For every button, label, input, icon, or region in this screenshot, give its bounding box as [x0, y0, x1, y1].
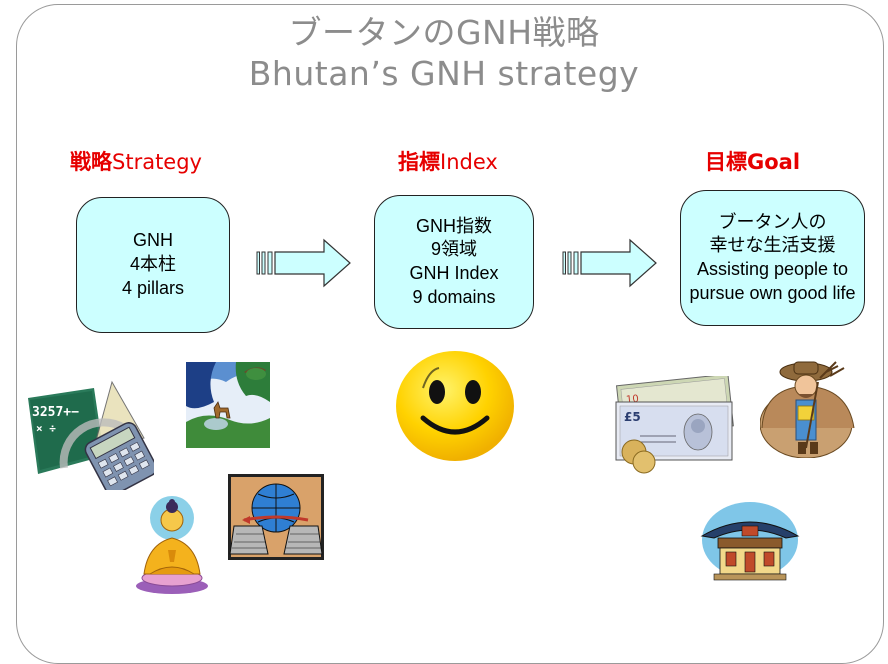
- right-arrow-2: [562, 238, 657, 288]
- goal-heading-ja: 目標: [705, 150, 747, 174]
- index-box-line-3: GNH Index: [409, 263, 499, 283]
- goal-box-line-4: pursue own good life: [689, 282, 856, 303]
- goal-box-line-2: 幸せな生活支援: [709, 235, 836, 256]
- index-box-line-4: 9 domains: [412, 286, 496, 307]
- calculator-text-2: × ÷: [36, 422, 56, 435]
- index-box-line-1: GNH指数: [416, 215, 492, 236]
- buddha-clipart: [136, 496, 208, 594]
- strategy-box: GNH 4本柱 4 pillars: [76, 197, 230, 333]
- banknote-denomination: £5: [624, 410, 641, 424]
- smiley-face-icon: [396, 351, 514, 461]
- slide-title-japanese: ブータンのGNH戦略: [288, 13, 600, 52]
- strategy-heading-ja: 戦略: [70, 150, 112, 174]
- goal-box-line-3: Assisting people to: [696, 259, 849, 279]
- slide-title-english: Bhutan’s GNH strategy: [248, 54, 640, 93]
- index-box-line-2: 9領域: [430, 239, 477, 260]
- goal-box: ブータン人の 幸せな生活支援 Assisting people to pursu…: [680, 190, 865, 326]
- banknotes-clipart: 10 £5: [615, 376, 734, 474]
- temple-house-clipart: [700, 502, 800, 581]
- goal-heading: 目標Goal: [705, 146, 800, 176]
- index-heading-en: Index: [440, 150, 498, 174]
- goal-box-line-1: ブータン人の: [718, 211, 827, 232]
- calculator-math-clipart: 3257+− × ÷: [28, 380, 154, 490]
- computer-network-clipart: [228, 474, 324, 560]
- index-box: GNH指数 9領域 GNH Index 9 domains: [374, 195, 534, 329]
- goal-heading-en: Goal: [747, 150, 801, 174]
- strategy-heading: 戦略Strategy: [70, 146, 202, 176]
- strategy-heading-en: Strategy: [112, 150, 202, 174]
- calculator-text-1: 3257+−: [32, 405, 79, 420]
- strategy-box-line-2: 4本柱: [129, 254, 176, 275]
- index-heading-ja: 指標: [398, 150, 440, 174]
- landscape-deer-clipart: [186, 362, 270, 448]
- strategy-box-line-1: GNH: [133, 230, 173, 251]
- index-heading: 指標Index: [398, 146, 498, 176]
- strategy-box-line-3: 4 pillars: [121, 277, 185, 298]
- right-arrow-1: [256, 238, 351, 288]
- farmer-clipart: [760, 361, 855, 458]
